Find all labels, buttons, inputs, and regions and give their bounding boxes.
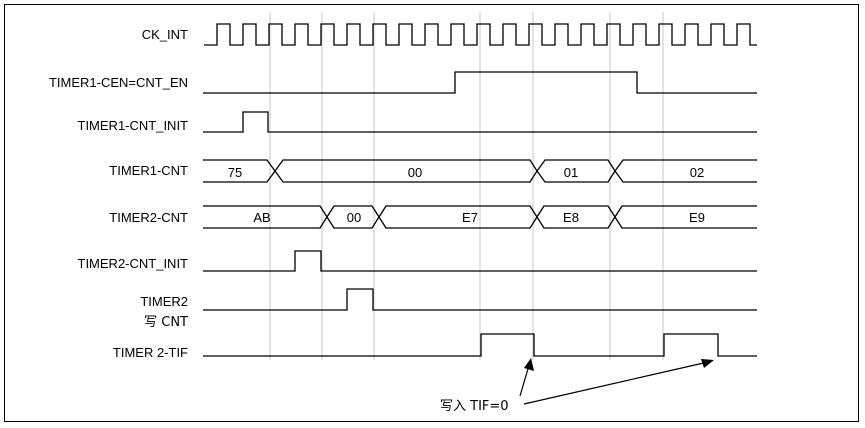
timer1-cnt-bus <box>203 159 757 183</box>
timer1-cnt-value: 00 <box>408 165 422 180</box>
guide-lines <box>269 12 664 360</box>
timer2-write-label-line1: TIMER2 <box>140 294 188 309</box>
timer2-cnt-value: AB <box>253 210 270 225</box>
ck-int-label: CK_INT <box>142 27 188 42</box>
timer2-write-cnt-waveform <box>203 288 757 311</box>
timer2-tif-label: TIMER 2-TIF <box>113 345 188 360</box>
timer1-cen-label: TIMER1-CEN=CNT_EN <box>49 75 188 90</box>
timer1-cnt-init-waveform <box>203 111 757 133</box>
timer1-cnt-value: 02 <box>690 165 704 180</box>
tif-clear-annotation: 写入 TIF=0 <box>440 399 509 414</box>
annotation-arrow <box>523 361 709 405</box>
diagram-frame <box>4 4 859 422</box>
timer1-cen-waveform <box>203 71 757 94</box>
timer2-cnt-value: E8 <box>563 210 579 225</box>
timer2-cnt-bus <box>203 205 757 229</box>
timer2-cnt-value: E7 <box>462 210 478 225</box>
timer2-cnt-init-label: TIMER2-CNT_INIT <box>78 256 189 271</box>
timer2-cnt-label: TIMER2-CNT <box>109 210 188 225</box>
timer1-cnt-value: 75 <box>228 165 242 180</box>
arrowhead-icon <box>524 358 534 371</box>
timer1-cnt-init-label: TIMER1-CNT_INIT <box>78 118 189 133</box>
arrowhead-icon <box>701 359 714 368</box>
ck-int-waveform <box>204 23 757 46</box>
timer1-cnt-value: 01 <box>564 165 578 180</box>
timer2-tif-waveform <box>203 333 757 357</box>
timer2-cnt-value: 00 <box>347 210 361 225</box>
timer1-cnt-label: TIMER1-CNT <box>109 163 188 178</box>
timer2-cnt-value: E9 <box>689 210 705 225</box>
timer2-write-label-line2: 写 CNT <box>144 315 188 330</box>
timer2-cnt-init-waveform <box>203 250 757 272</box>
